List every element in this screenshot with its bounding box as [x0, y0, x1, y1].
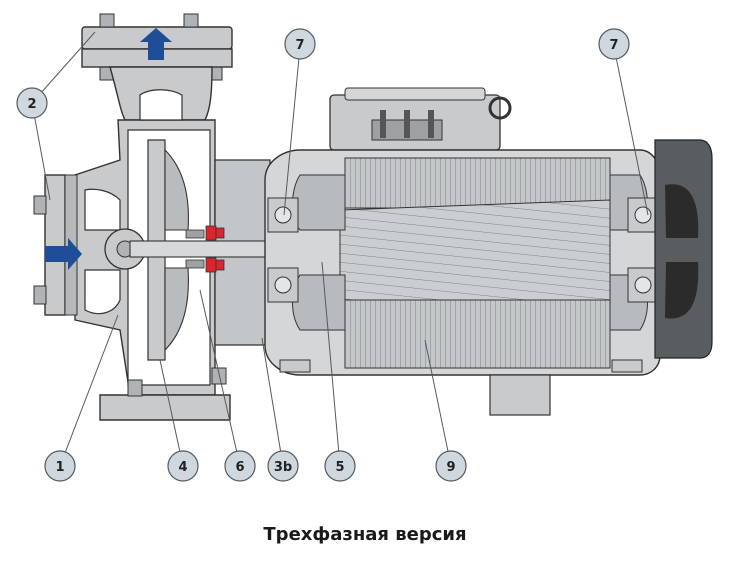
suction-flange — [44, 174, 66, 316]
discharge-flow-arrow — [140, 28, 172, 60]
leader-lines — [31, 31, 649, 467]
lifting-eye — [488, 96, 512, 120]
callout-5-label: 5 — [335, 460, 344, 475]
pump-casing — [33, 13, 233, 421]
impeller — [104, 139, 189, 361]
callout-2-label: 2 — [27, 97, 36, 112]
fan-cover — [654, 139, 713, 359]
callout-7-front: 7 — [284, 28, 316, 60]
callout-6: 6 — [224, 450, 256, 482]
bearing-rear — [627, 197, 659, 303]
callout-2: 2 — [16, 87, 48, 119]
callout-7-rear: 7 — [598, 28, 630, 60]
mechanical-seal — [185, 225, 225, 273]
stator-upper — [344, 157, 611, 209]
callout-3b: 3b — [267, 450, 299, 482]
fan-assembly — [654, 139, 713, 359]
pump-foot — [99, 394, 231, 421]
callout-7-front-label: 7 — [295, 38, 304, 53]
callout-1-label: 1 — [55, 460, 64, 475]
diagram-caption: Трехфазная версия — [263, 524, 467, 545]
callout-1: 1 — [44, 450, 76, 482]
stator-lower — [344, 299, 611, 369]
callout-4: 4 — [167, 450, 199, 482]
callout-5: 5 — [324, 450, 356, 482]
motor — [264, 87, 661, 416]
callout-7-rear-label: 7 — [609, 38, 618, 53]
rotor — [339, 199, 611, 301]
fan-blade-upper — [665, 184, 699, 238]
callout-4-label: 4 — [178, 460, 187, 475]
callout-9-label: 9 — [446, 460, 455, 475]
fan-blade-lower — [665, 262, 699, 319]
callout-9: 9 — [435, 450, 467, 482]
suction-flow-arrow — [45, 238, 82, 270]
motor-foot — [489, 374, 551, 416]
callout-3b-label: 3b — [274, 460, 292, 475]
bearing-front — [267, 197, 299, 303]
callout-6-label: 6 — [235, 460, 244, 475]
